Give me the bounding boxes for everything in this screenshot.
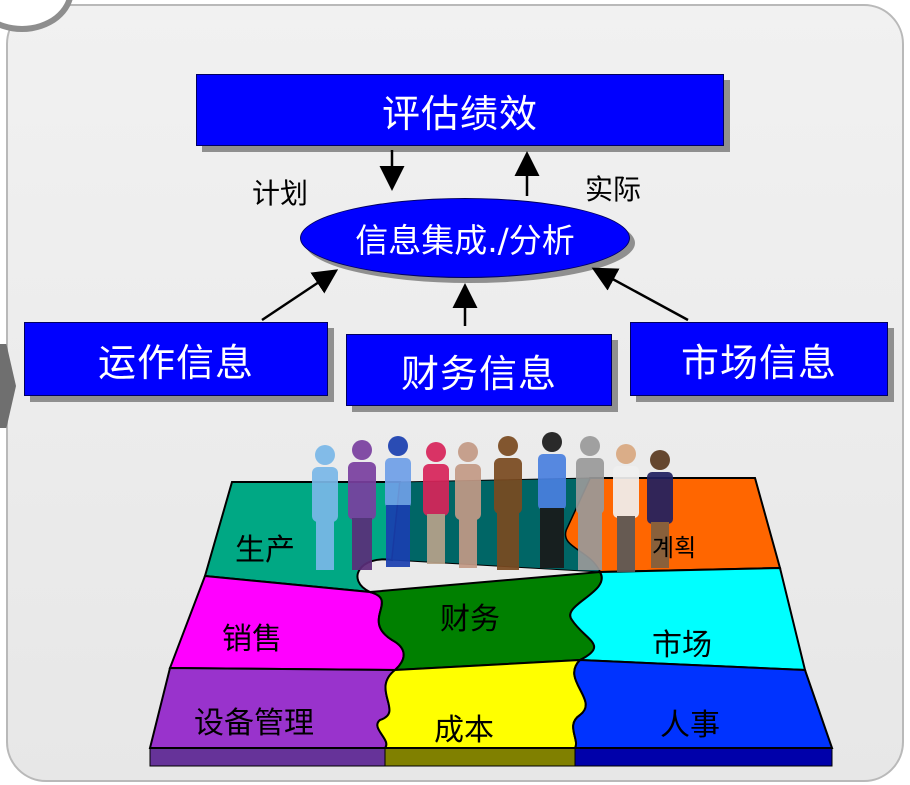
puzzle-edge-left xyxy=(149,747,386,767)
info-integration-ellipse: 信息集成./分析 xyxy=(300,198,630,278)
puzzle-market xyxy=(569,566,807,672)
plan-label: 计划 xyxy=(252,177,309,210)
operations-arrow xyxy=(261,269,339,322)
market-info-box: 市场信息 xyxy=(630,322,888,396)
puzzle-label-cost: 成本 xyxy=(434,713,494,748)
corner-decoration xyxy=(0,0,74,32)
finance-info-box: 财务信息 xyxy=(346,334,612,406)
puzzle-hr xyxy=(572,658,834,749)
evaluate-performance-box: 评估绩效 xyxy=(196,74,724,146)
operations-info-box: 运作信息 xyxy=(24,322,328,396)
actual-label: 实际 xyxy=(585,173,642,206)
puzzle-label-hr: 人事 xyxy=(660,708,720,743)
puzzle-label-market: 市场 xyxy=(652,628,712,663)
puzzle-label-sales: 销售 xyxy=(222,622,282,657)
puzzle-edge-mid xyxy=(384,747,576,767)
puzzle-label-finance: 财务 xyxy=(440,602,500,637)
puzzle-label-equipment: 设备管理 xyxy=(194,706,314,741)
puzzle-label-plan: 계획 xyxy=(652,534,697,562)
puzzle-label-production: 生产 xyxy=(235,533,295,568)
puzzle-edge-right xyxy=(574,747,833,767)
market-arrow xyxy=(591,267,689,322)
people-group xyxy=(312,432,673,572)
